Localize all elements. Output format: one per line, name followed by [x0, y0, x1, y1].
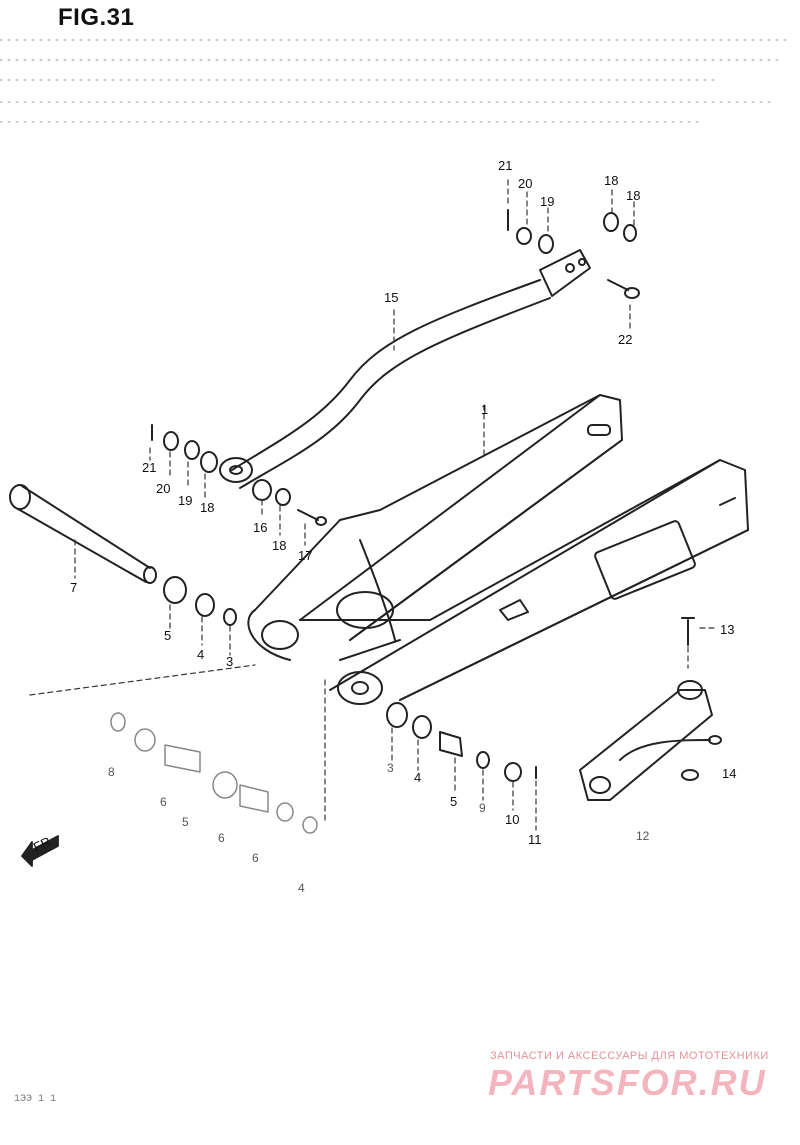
callout-20-left: 20: [156, 481, 170, 496]
callout-5-left: 5: [164, 628, 171, 643]
figure-title: FIG.31: [58, 4, 135, 31]
callout-labels: 21 20 19 18 18 15 22 1 21 20 19 18 16 18…: [31, 158, 737, 895]
callout-18-top-b: 18: [626, 188, 640, 203]
callout-18-mid: 18: [272, 538, 286, 553]
callout-9: 9: [479, 801, 486, 815]
callout-3-right: 3: [387, 761, 394, 775]
header-noise: [0, 39, 791, 123]
callout-10: 10: [505, 812, 519, 827]
callout-4-left: 4: [197, 647, 204, 662]
callout-5-right: 5: [450, 794, 457, 809]
callout-21-left: 21: [142, 460, 156, 475]
callout-12: 12: [636, 829, 650, 843]
chain-guide-part-12: [579, 680, 722, 801]
callout-5-faint: 5: [182, 815, 189, 829]
callout-21-top: 21: [498, 158, 512, 173]
left-pivot-bushing-set: [163, 576, 237, 626]
swingarm-part-1: [247, 394, 749, 705]
callout-3-left: 3: [226, 654, 233, 669]
callout-17: 17: [298, 548, 312, 563]
watermark-logo: PARTSFOR.RU: [488, 1062, 767, 1103]
leader-lines: [29, 179, 715, 831]
callout-6-a: 6: [160, 795, 167, 809]
bolt-part-22: [607, 279, 640, 299]
page-code: 1ЭЭ 1 1: [14, 1094, 57, 1105]
callout-13: 13: [720, 622, 734, 637]
callout-6-b: 6: [218, 831, 225, 845]
callout-11: 11: [528, 832, 542, 847]
front-direction-arrow: [21, 835, 59, 867]
callout-15: 15: [384, 290, 398, 305]
pivot-shaft-part-7: [9, 484, 157, 584]
callout-18-top-a: 18: [604, 173, 618, 188]
right-pivot-bushing-set: [386, 702, 537, 782]
callout-19-left: 19: [178, 493, 192, 508]
callout-4-right: 4: [414, 770, 421, 785]
watermark-tagline: ЗАПЧАСТИ И АКСЕССУАРЫ ДЛЯ МОТОТЕХНИКИ: [490, 1050, 769, 1062]
callout-16: 16: [253, 520, 267, 535]
callout-18-left: 18: [200, 500, 214, 515]
callout-1: 1: [481, 402, 488, 417]
callout-7: 7: [70, 580, 77, 595]
callout-20-top: 20: [518, 176, 532, 191]
callout-19-top: 19: [540, 194, 554, 209]
callout-4-faint: 4: [298, 881, 305, 895]
mid-fastener-set: [252, 479, 327, 526]
bolt-part-13: [681, 617, 695, 646]
callout-6-c: 6: [252, 851, 259, 865]
torque-rod-part-15: [219, 249, 591, 489]
top-fastener-set: [507, 209, 637, 254]
left-fastener-set: [151, 424, 218, 473]
callout-22: 22: [618, 332, 632, 347]
fr-arrow-label: FR: [31, 834, 53, 855]
callout-8: 8: [108, 765, 115, 779]
callout-14: 14: [722, 766, 736, 781]
faint-lower-parts: [110, 712, 318, 834]
